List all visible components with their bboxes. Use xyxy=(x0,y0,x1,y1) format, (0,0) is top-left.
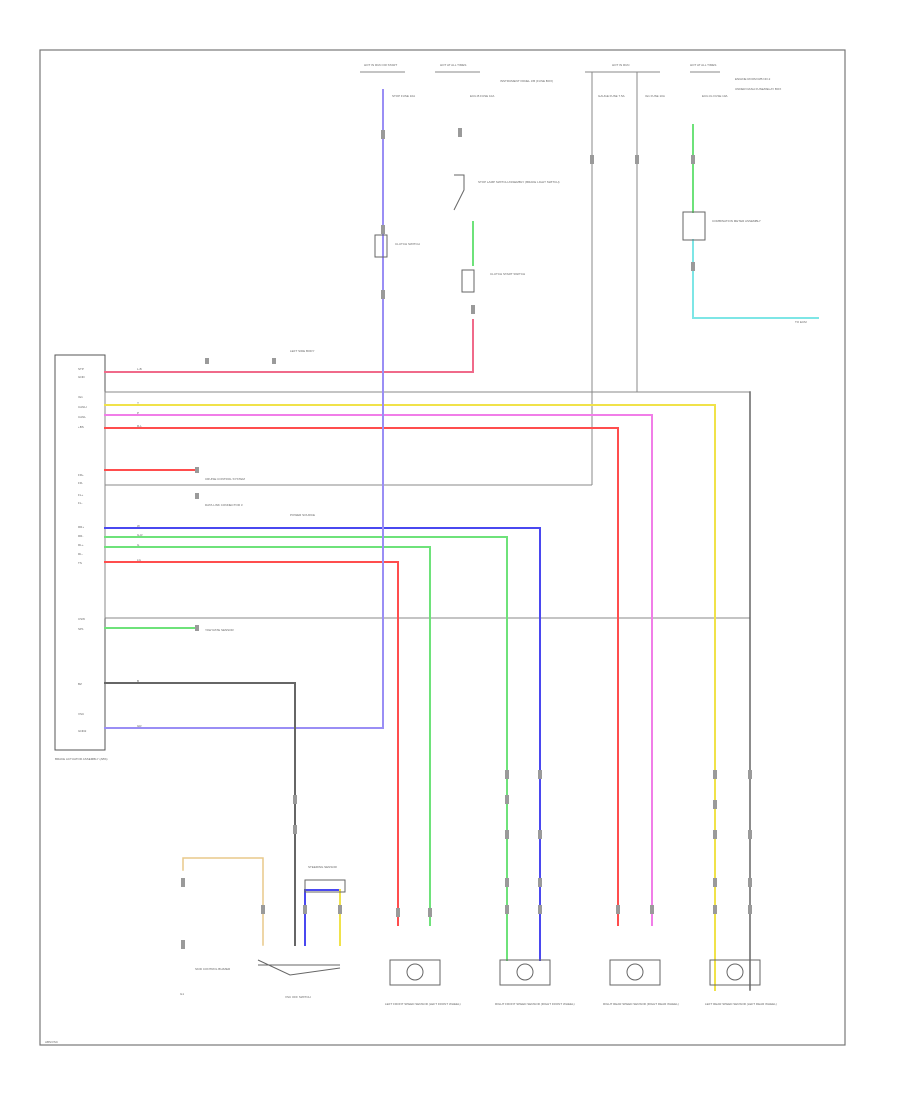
under-dash-ref: UNDER DASH FUSE/RELAY BOX xyxy=(735,87,781,91)
sensor-body-3 xyxy=(609,959,661,986)
pin-label: GND2 xyxy=(78,729,87,733)
sensor-body-4 xyxy=(709,959,761,986)
ecu-pin-labels: STP GND IG1 CANH CANL +BS FR+ FR- FL+ FL… xyxy=(78,367,87,733)
wire-code: GR xyxy=(137,724,142,728)
wire-code: W xyxy=(137,524,140,528)
vsc-off-switch-label: VSC OFF SWITCH xyxy=(285,995,311,999)
wire-cyan xyxy=(692,239,819,319)
wire-blue xyxy=(104,527,541,961)
pin-label: TS xyxy=(78,561,82,565)
ecu-label: BRAKE ACTUATOR ASSEMBLY (ABS) xyxy=(55,757,107,761)
top-fuse-headers: HOT IN RUN OR START HOT AT ALL TIMES HOT… xyxy=(360,63,781,98)
fuse-label-a: STOP FUSE 10A xyxy=(392,94,415,98)
wire-pink xyxy=(104,319,474,373)
pin-label: +BS xyxy=(78,425,84,429)
pin-label: CANH xyxy=(78,405,87,409)
colored-wires xyxy=(104,89,819,991)
wire-tan xyxy=(182,857,264,946)
fuse-header-4: HOT AT ALL TIMES xyxy=(690,63,716,67)
pin-label: VSC xyxy=(78,712,85,716)
wire-magenta xyxy=(104,414,653,926)
power-source-label: POWER SOURCE xyxy=(290,513,315,517)
wire-code: R-L xyxy=(137,424,142,428)
wire-code: G-R xyxy=(137,533,143,537)
steering-sensor-label: STEERING SENSOR xyxy=(308,865,338,869)
pin-label: FR+ xyxy=(78,473,84,477)
wire-code: LG xyxy=(137,558,142,562)
skid-control-label: SKID CONTROL BUZZER xyxy=(195,967,231,971)
pin-label: CANL xyxy=(78,415,86,419)
component-labels: STOP LAMP SWITCH ASSEMBLY (BRAKE LIGHT S… xyxy=(180,180,807,1006)
clutch-start-switch-symbol xyxy=(461,269,475,293)
fuse-header-1: HOT IN RUN OR START xyxy=(364,63,397,67)
wire-lightblue xyxy=(104,89,384,729)
stop-switch-label: STOP LAMP SWITCH ASSEMBLY (BRAKE LIGHT S… xyxy=(478,180,560,184)
cruise-control-label: CRUISE CONTROL SYSTEM xyxy=(205,477,245,481)
components xyxy=(257,174,706,976)
wheel-label-1: LEFT FRONT SPEED SENSOR (LEFT FRONT WHEE… xyxy=(385,1002,461,1006)
fuse-header-3: HOT IN RUN xyxy=(612,63,629,67)
left-side-body-label: LEFT SIDE BODY xyxy=(290,349,314,353)
fuse-label-c: GAUGE FUSE 7.5A xyxy=(598,94,625,98)
fuse-label-b: ECU-B FUSE 10A xyxy=(470,94,494,98)
wire-yellow xyxy=(104,404,716,991)
wire-code: P xyxy=(137,411,139,415)
fuse-label-d: IG1 FUSE 10A xyxy=(645,94,665,98)
ground-label: G1 xyxy=(180,992,184,996)
pin-label: FR- xyxy=(78,481,83,485)
pin-label: GND xyxy=(78,375,86,379)
fuse-label-e: ECU-IG FUSE 10A xyxy=(702,94,728,98)
fuse-box-ref: INSTRUMENT PANEL J/B (FUSE BOX) xyxy=(500,79,553,83)
wheel-label-4: LEFT REAR SPEED SENSOR (LEFT REAR WHEEL) xyxy=(705,1002,777,1006)
pin-label: RL+ xyxy=(78,543,84,547)
wire-code: G xyxy=(137,543,140,547)
pin-label: FL+ xyxy=(78,493,84,497)
pin-label: RR+ xyxy=(78,525,84,529)
combination-meter-label: COMBINATION METER ASSEMBLY xyxy=(712,219,761,223)
wire-red-upper xyxy=(104,427,619,926)
footer-code: ABS/VSC xyxy=(45,1040,59,1044)
steering-sensor-symbol xyxy=(304,879,346,893)
pin-label: STP xyxy=(78,367,84,371)
speed-sensors xyxy=(389,959,761,986)
pin-label: SP1 xyxy=(78,627,84,631)
pin-label: CSW xyxy=(78,617,85,621)
clutch-switch-symbol xyxy=(374,234,388,258)
engine-room-ref: ENGINE ROOM R/B NO.2 xyxy=(735,77,771,81)
pin-label: FL- xyxy=(78,501,83,505)
sensor-body-2 xyxy=(499,959,551,986)
wire-code-labels: L-B Y P R-L W G-R G LG B GR xyxy=(137,367,143,728)
wire-green-2 xyxy=(104,546,431,926)
data-link-label: DATA LINK CONNECTOR 3 xyxy=(205,503,243,507)
pin-label: RL- xyxy=(78,552,83,556)
diagram-frame xyxy=(39,49,846,1046)
wire-black xyxy=(104,682,296,946)
clutch-switch-label: CLUTCH SWITCH xyxy=(395,242,420,246)
yaw-rate-label: YAW RATE SENSOR xyxy=(205,628,234,632)
wire-blue-switch xyxy=(304,889,341,946)
wire-code: L-B xyxy=(137,367,142,371)
vsc-off-switch-symbol xyxy=(257,959,341,976)
wire-red-lower xyxy=(104,561,399,926)
to-ecm-label: TO ECM xyxy=(795,320,807,324)
pin-label: RR- xyxy=(78,534,83,538)
clutch-start-label: CLUTCH START SWITCH xyxy=(490,272,525,276)
pin-label: IG1 xyxy=(78,395,83,399)
wheel-label-3: RIGHT REAR SPEED SENSOR (RIGHT REAR WHEE… xyxy=(603,1002,679,1006)
wire-code: Y xyxy=(137,401,139,405)
stop-switch-symbol xyxy=(453,174,465,211)
wire-green-1 xyxy=(104,536,508,961)
connector-marks xyxy=(181,128,752,949)
combination-meter-symbol xyxy=(682,211,706,241)
pin-label: BZ xyxy=(78,682,82,686)
wheel-label-2: RIGHT FRONT SPEED SENSOR (RIGHT FRONT WH… xyxy=(495,1002,575,1006)
fuse-header-2: HOT AT ALL TIMES xyxy=(440,63,466,67)
wire-code: B xyxy=(137,679,139,683)
sensor-body-1 xyxy=(389,959,441,986)
